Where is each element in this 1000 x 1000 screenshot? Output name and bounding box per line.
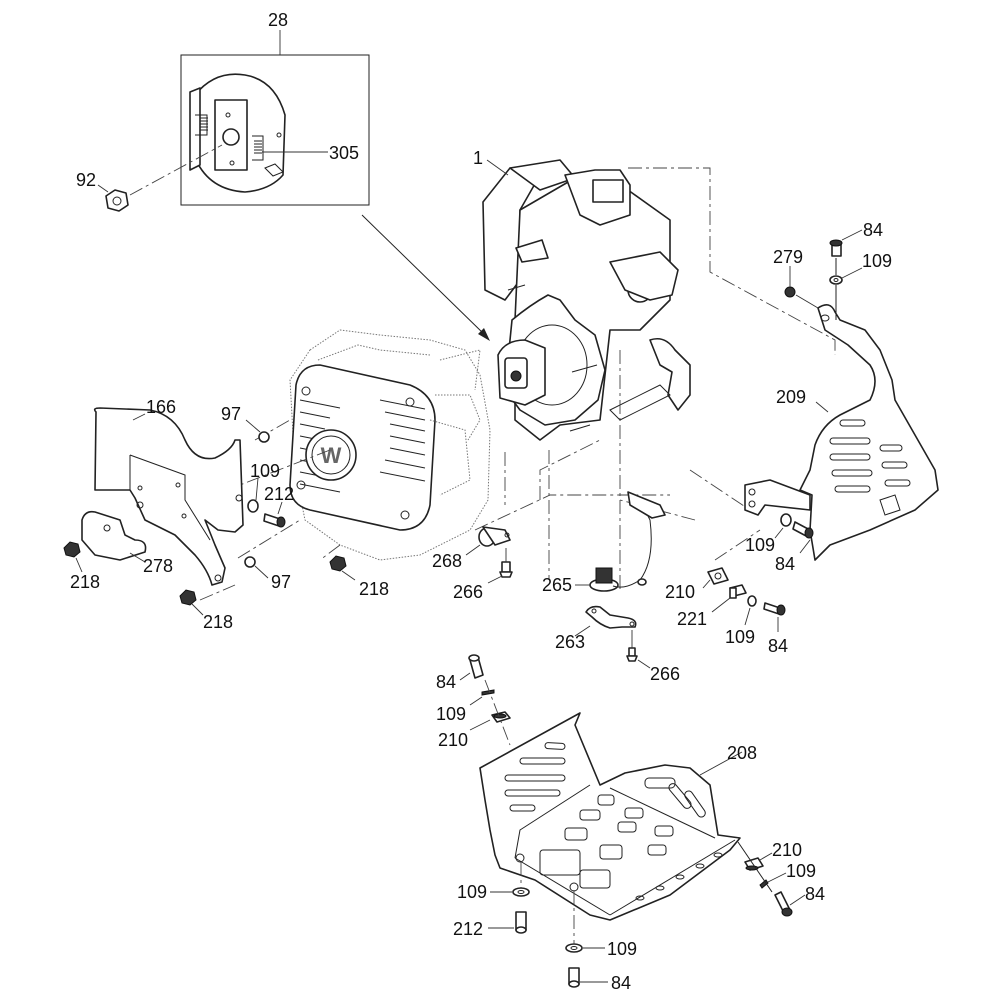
cap-screw-84-skid-bottom[interactable] <box>568 967 580 988</box>
recoil-starter-reference: W <box>289 329 491 561</box>
callout-210: 210 <box>665 582 695 602</box>
callout-84: 84 <box>436 672 456 692</box>
callout-97: 97 <box>271 572 291 592</box>
skid-plate-208[interactable] <box>479 712 741 921</box>
cap-screw-84-top[interactable] <box>829 239 843 257</box>
callout-265: 265 <box>542 575 572 595</box>
cable-clamp-268[interactable] <box>478 526 511 547</box>
washer-109-skid-bottom-left[interactable] <box>512 887 530 897</box>
screw-266-a[interactable] <box>499 561 513 578</box>
callout-109: 109 <box>436 704 466 724</box>
callout-212: 212 <box>264 484 294 504</box>
cap-screw-84-mid[interactable] <box>763 602 786 616</box>
callout-210: 210 <box>438 730 468 750</box>
callout-84: 84 <box>775 554 795 574</box>
callout-266: 266 <box>453 582 483 602</box>
callout-84: 84 <box>768 636 788 656</box>
clip-nut-210-skid-top[interactable] <box>491 711 511 723</box>
washer-109-left[interactable] <box>247 499 259 513</box>
screw-266-b[interactable] <box>626 647 638 662</box>
callout-208: 208 <box>727 743 757 763</box>
cap-screw-84-skid-top[interactable] <box>468 654 484 679</box>
spacer-221[interactable] <box>729 584 747 599</box>
cap-screw-84-skid-right[interactable] <box>774 891 793 917</box>
washer-109-skid-bottom[interactable] <box>565 943 583 953</box>
side-guard-209[interactable] <box>744 304 939 561</box>
callout-210: 210 <box>772 840 802 860</box>
washer-97-bottom[interactable] <box>244 556 256 568</box>
washer-109-right[interactable] <box>780 513 792 527</box>
cap-screw-212-skid[interactable] <box>515 911 527 934</box>
clutch-assembly[interactable] <box>189 73 286 193</box>
callout-218: 218 <box>359 579 389 599</box>
nut-279[interactable] <box>784 286 796 298</box>
washer-97-top[interactable] <box>258 431 270 443</box>
inset-frame <box>180 54 370 206</box>
callout-1: 1 <box>473 148 483 168</box>
spring-left-icon <box>200 117 208 131</box>
clutch-inset <box>180 30 370 206</box>
callout-109: 109 <box>457 882 487 902</box>
callout-266: 266 <box>650 664 680 684</box>
callout-109: 109 <box>725 627 755 647</box>
callout-109: 109 <box>786 861 816 881</box>
callout-218: 218 <box>70 572 100 592</box>
bracket-278[interactable] <box>81 510 147 561</box>
switch-bracket-263[interactable] <box>585 605 637 629</box>
cover-plate-166[interactable] <box>93 407 244 586</box>
callout-84: 84 <box>863 220 883 240</box>
callout-209: 209 <box>776 387 806 407</box>
callout-92: 92 <box>76 170 96 190</box>
callout-84: 84 <box>805 884 825 904</box>
washer-109-skid-right[interactable] <box>759 879 769 889</box>
callout-28: 28 <box>268 10 288 30</box>
lock-nut-218-b[interactable] <box>179 589 197 606</box>
callout-279: 279 <box>773 247 803 267</box>
callout-166: 166 <box>146 397 176 417</box>
washer-109-top[interactable] <box>829 275 843 285</box>
lock-nut-218-c[interactable] <box>329 555 347 572</box>
callout-109: 109 <box>250 461 280 481</box>
cap-screw-212-left[interactable] <box>263 513 286 528</box>
washer-109-mid[interactable] <box>747 595 757 607</box>
callout-109: 109 <box>745 535 775 555</box>
engine-1[interactable] <box>482 159 691 441</box>
callout-labels: 28 305 92 1 84 279 109 209 166 97 109 21… <box>70 10 892 993</box>
switch-265[interactable] <box>589 491 666 592</box>
callout-263: 263 <box>555 632 585 652</box>
callout-97: 97 <box>221 404 241 424</box>
clip-nut-210-skid-right[interactable] <box>744 857 764 871</box>
callout-218: 218 <box>203 612 233 632</box>
spring-right-icon <box>254 140 262 154</box>
brand-logo: W <box>321 443 342 468</box>
washer-109-skid-top[interactable] <box>481 689 495 696</box>
callout-109: 109 <box>862 251 892 271</box>
hex-nut-92[interactable] <box>105 189 129 212</box>
clip-nut-210-a[interactable] <box>707 567 729 585</box>
callout-305: 305 <box>329 143 359 163</box>
cap-screw-84-right[interactable] <box>792 521 814 539</box>
assembly-arrow-icon <box>361 214 490 341</box>
callout-221: 221 <box>677 609 707 629</box>
callout-84: 84 <box>611 973 631 993</box>
lock-nut-218-a[interactable] <box>63 541 81 558</box>
callout-109: 109 <box>607 939 637 959</box>
callout-212: 212 <box>453 919 483 939</box>
callout-268: 268 <box>432 551 462 571</box>
callout-278: 278 <box>143 556 173 576</box>
